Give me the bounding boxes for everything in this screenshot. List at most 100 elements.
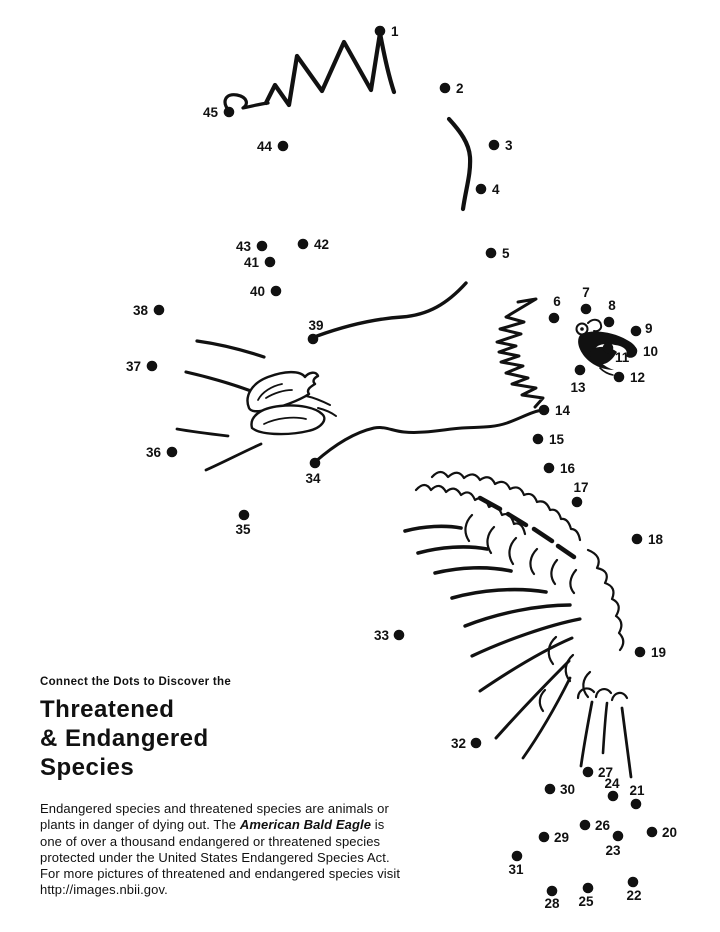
talon-upper-detail <box>265 389 293 399</box>
dot-label-10: 10 <box>643 344 658 359</box>
dot-label-7: 7 <box>582 285 590 300</box>
dot-group-24: 24 <box>604 776 620 802</box>
crest-line-art <box>223 30 397 113</box>
dot-group-13: 13 <box>570 364 586 395</box>
dot-group-43: 43 <box>236 239 268 254</box>
dot-marker-5 <box>485 247 497 259</box>
dot-group-19: 19 <box>634 645 666 660</box>
dot-label-18: 18 <box>648 532 664 547</box>
wing-lower-curls <box>538 635 592 713</box>
dot-group-21: 21 <box>629 783 645 810</box>
dot-marker-20 <box>646 826 658 838</box>
heading-block: Connect the Dots to Discover the Threate… <box>40 676 231 782</box>
dot-label-37: 37 <box>126 359 141 374</box>
dot-marker-14 <box>538 404 550 416</box>
dot-group-5: 5 <box>485 246 510 261</box>
dot-label-24: 24 <box>604 776 620 791</box>
dot-marker-29 <box>538 831 550 843</box>
primary-feather-stroke <box>601 701 609 755</box>
flight-feather-stroke <box>450 587 548 600</box>
dot-label-34: 34 <box>305 471 321 486</box>
dot-marker-21 <box>630 798 642 810</box>
dot-group-44: 44 <box>257 139 289 154</box>
dot-label-6: 6 <box>553 294 561 309</box>
leg-line <box>313 408 545 464</box>
flight-feather-stroke <box>521 676 572 760</box>
dot-group-33: 33 <box>374 628 405 643</box>
dot-group-29: 29 <box>538 830 569 845</box>
dot-marker-40 <box>270 285 282 297</box>
dot-label-36: 36 <box>146 445 162 460</box>
flight-feather-stroke <box>470 617 582 658</box>
dot-label-35: 35 <box>235 522 251 537</box>
dot-label-8: 8 <box>608 298 616 313</box>
dot-label-23: 23 <box>605 843 621 858</box>
dot-marker-30 <box>544 783 556 795</box>
dot-marker-18 <box>631 533 643 545</box>
dot-group-40: 40 <box>250 284 282 299</box>
dot-marker-9 <box>630 325 642 337</box>
dot-label-43: 43 <box>236 239 252 254</box>
dot-group-14: 14 <box>538 403 571 418</box>
dot-label-4: 4 <box>492 182 500 197</box>
dot-label-39: 39 <box>308 318 323 333</box>
beak-upper <box>578 331 637 370</box>
dot-marker-37 <box>146 360 158 372</box>
dot-group-11: 11 <box>602 342 630 365</box>
wing-scallop-row-upper <box>430 470 582 542</box>
dot-group-32: 32 <box>451 736 482 751</box>
dot-group-45: 45 <box>203 105 235 120</box>
paragraph-line: http://images.nbii.gov. <box>40 882 168 898</box>
dot-marker-34 <box>309 457 321 469</box>
dot-label-32: 32 <box>451 736 466 751</box>
dot-label-22: 22 <box>626 888 641 903</box>
dot-label-12: 12 <box>630 370 645 385</box>
dot-group-18: 18 <box>631 532 664 547</box>
dot-marker-44 <box>277 140 289 152</box>
dot-marker-35 <box>238 509 250 521</box>
primary-feather-stroke <box>620 706 633 779</box>
dot-label-16: 16 <box>560 461 576 476</box>
dot-marker-33 <box>393 629 405 641</box>
dot-marker-13 <box>574 364 586 376</box>
dot-marker-3 <box>488 139 500 151</box>
description-paragraph: Endangered species and threatened specie… <box>40 801 400 899</box>
flight-feather-stroke <box>403 524 463 533</box>
dot-label-29: 29 <box>554 830 569 845</box>
dot-label-28: 28 <box>544 896 560 911</box>
dot-label-26: 26 <box>595 818 611 833</box>
dot-group-9: 9 <box>630 321 653 337</box>
wing-line-art <box>403 470 633 779</box>
dot-label-19: 19 <box>651 645 666 660</box>
dot-label-31: 31 <box>508 862 524 877</box>
dot-marker-43 <box>256 240 268 252</box>
dot-marker-28 <box>546 885 558 897</box>
dot-group-12: 12 <box>613 370 645 385</box>
dot-marker-15 <box>532 433 544 445</box>
dot-group-23: 23 <box>605 830 624 858</box>
crest-curl <box>223 93 270 113</box>
paragraph-line: Endangered species and threatened specie… <box>40 801 389 816</box>
paragraph-line: one of over a thousand endangered or thr… <box>40 833 381 849</box>
dot-label-15: 15 <box>549 432 565 447</box>
title-line-3: Species <box>40 754 135 781</box>
dot-marker-11 <box>602 342 614 354</box>
dot-marker-4 <box>475 183 487 195</box>
dot-group-25: 25 <box>578 882 594 909</box>
dot-group-10: 10 <box>626 344 658 359</box>
dot-label-27: 27 <box>598 765 613 780</box>
tail-feather-stroke <box>184 370 253 393</box>
dot-marker-17 <box>571 496 583 508</box>
paragraph-line: For more pictures of threatened and enda… <box>40 866 401 882</box>
talon-lower-detail <box>263 416 307 425</box>
beak-chin-line <box>599 367 614 376</box>
dots-layer: 1234567891011121314151617181920212223242… <box>126 24 677 911</box>
dot-group-6: 6 <box>548 294 561 324</box>
dot-group-2: 2 <box>439 81 464 96</box>
wing-tip-curls <box>576 687 629 702</box>
dot-label-14: 14 <box>555 403 571 418</box>
dot-marker-10 <box>626 345 638 357</box>
dot-group-26: 26 <box>579 818 611 833</box>
dot-group-35: 35 <box>235 509 251 537</box>
